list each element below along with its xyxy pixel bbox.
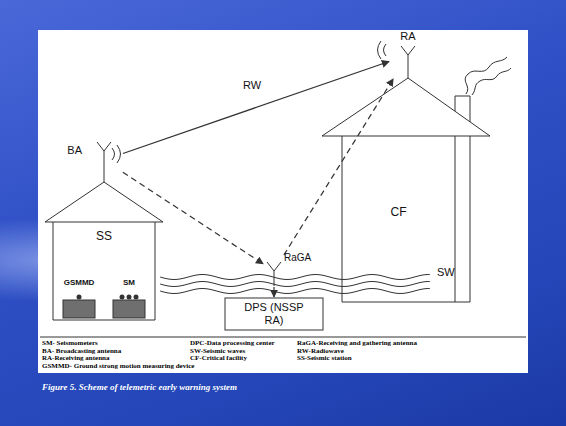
node-label: RA <box>390 30 426 43</box>
antenna-symbol <box>97 142 111 182</box>
device-body <box>113 300 145 318</box>
node-label: SM <box>107 278 151 287</box>
building-node: CF <box>322 78 490 302</box>
sensor-dot <box>134 295 139 300</box>
node-label: RaGA <box>284 252 324 264</box>
building-roof <box>322 78 490 136</box>
figure-caption: Figure 5. Scheme of telemetric early war… <box>42 383 237 393</box>
node-texts: RaGA <box>284 252 324 264</box>
node-texts: SS <box>45 230 163 244</box>
antenna-node: RaGA <box>264 256 284 286</box>
seismic-waves <box>160 275 430 294</box>
node-label: BA <box>58 144 82 157</box>
building-node: SS GSMMD SM <box>45 182 163 320</box>
signal-arrow <box>123 62 389 154</box>
wave-line <box>160 289 430 294</box>
device-symbol <box>63 295 95 319</box>
wave-line <box>160 275 430 280</box>
sensor-dot <box>77 295 82 300</box>
node-texts: DPS (NSSP RA) <box>239 301 309 326</box>
wave-label: SW <box>437 266 455 278</box>
node-texts: CF <box>342 206 455 220</box>
process-box: DPS (NSSP RA) <box>225 298 323 330</box>
node-texts: GSMMD <box>57 278 101 287</box>
device-body <box>63 300 95 318</box>
white-panel <box>38 30 528 373</box>
separator-line <box>40 337 526 338</box>
node-texts: SM <box>107 278 151 287</box>
node-outline <box>264 256 284 286</box>
node-label: CF <box>342 206 455 220</box>
radio-arcs <box>378 41 387 59</box>
node-label: DPS (NSSP RA) <box>239 301 309 326</box>
wave-line <box>160 282 430 287</box>
sensor-dot <box>120 295 125 300</box>
node-outline <box>322 78 490 302</box>
antenna-symbol <box>267 262 281 286</box>
dashed-signal-arrow <box>284 79 393 255</box>
abbreviation-note: SS-Seismic station <box>297 355 352 363</box>
antenna-node: BA <box>86 138 122 182</box>
signal-arrow <box>273 287 274 297</box>
dashed-signal-arrow <box>123 172 263 264</box>
abbreviation-note: GSMMD- Ground strong motion measuring de… <box>42 363 194 371</box>
node-outline <box>86 138 122 182</box>
antenna-symbol <box>401 46 415 78</box>
node-outline <box>45 182 163 320</box>
edge-label: RW <box>241 79 263 91</box>
device-symbol <box>113 295 145 319</box>
abbreviation-note: CF-Critical facility <box>190 355 247 363</box>
building-wall <box>342 136 470 302</box>
process-box <box>225 298 323 330</box>
antenna-node: RA <box>390 32 426 78</box>
device-node: SM <box>107 278 151 318</box>
house-roof <box>45 182 163 222</box>
node-label: GSMMD <box>57 278 101 287</box>
node-label: SS <box>45 230 163 244</box>
radio-arcs <box>112 145 121 163</box>
node-texts: RA <box>390 30 426 43</box>
smoke <box>465 57 511 95</box>
chimney <box>455 96 470 122</box>
device-node: GSMMD <box>57 278 101 318</box>
sensor-dot <box>127 295 132 300</box>
node-texts: BA <box>58 144 82 157</box>
